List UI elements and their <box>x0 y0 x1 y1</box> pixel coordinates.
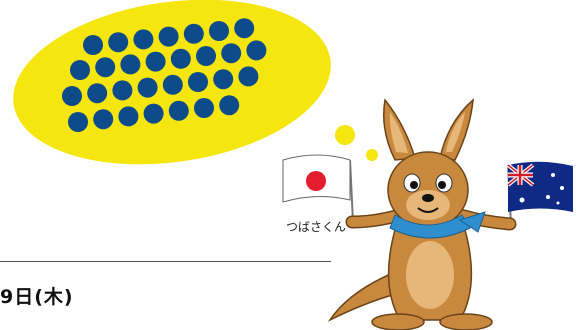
blue-dot <box>246 40 267 61</box>
blue-dot <box>95 57 116 78</box>
divider-line <box>0 261 331 262</box>
kangaroo-mascot <box>327 98 517 330</box>
blue-dot <box>137 77 158 98</box>
mascot-name-label: つばさくん <box>286 220 347 234</box>
blue-dot <box>145 51 166 72</box>
blue-dot <box>108 32 129 53</box>
blue-dot <box>238 66 259 87</box>
blue-dot <box>162 74 183 95</box>
blue-dot <box>209 21 229 41</box>
blue-dot <box>234 18 255 39</box>
dot-grid <box>62 18 267 132</box>
blue-dot <box>118 106 139 127</box>
blue-dot <box>170 48 191 69</box>
thought-bubble-dot-small <box>366 149 378 161</box>
blue-dot <box>87 83 108 104</box>
blue-dot <box>83 35 103 55</box>
blue-dot <box>219 95 240 116</box>
blue-dot <box>133 29 154 50</box>
blue-dot <box>62 86 82 106</box>
blue-dot <box>112 80 133 101</box>
blue-dot <box>221 43 242 64</box>
blue-dot <box>93 109 114 130</box>
blue-dot <box>120 54 141 75</box>
blue-dot <box>158 26 179 47</box>
blue-dot <box>183 23 204 44</box>
australia-flag-icon <box>506 161 573 226</box>
thought-bubble-dot-large <box>335 125 355 145</box>
date-fragment: 9日(木) <box>0 286 74 308</box>
blue-dot <box>68 112 88 132</box>
blue-dot <box>168 100 189 121</box>
blue-dot <box>188 72 208 92</box>
blue-dot <box>213 69 234 90</box>
blue-dot <box>70 60 90 80</box>
blue-dot <box>143 103 164 124</box>
blue-dot <box>196 46 216 66</box>
blue-dot <box>194 98 214 118</box>
japan-flag-icon <box>282 154 354 223</box>
